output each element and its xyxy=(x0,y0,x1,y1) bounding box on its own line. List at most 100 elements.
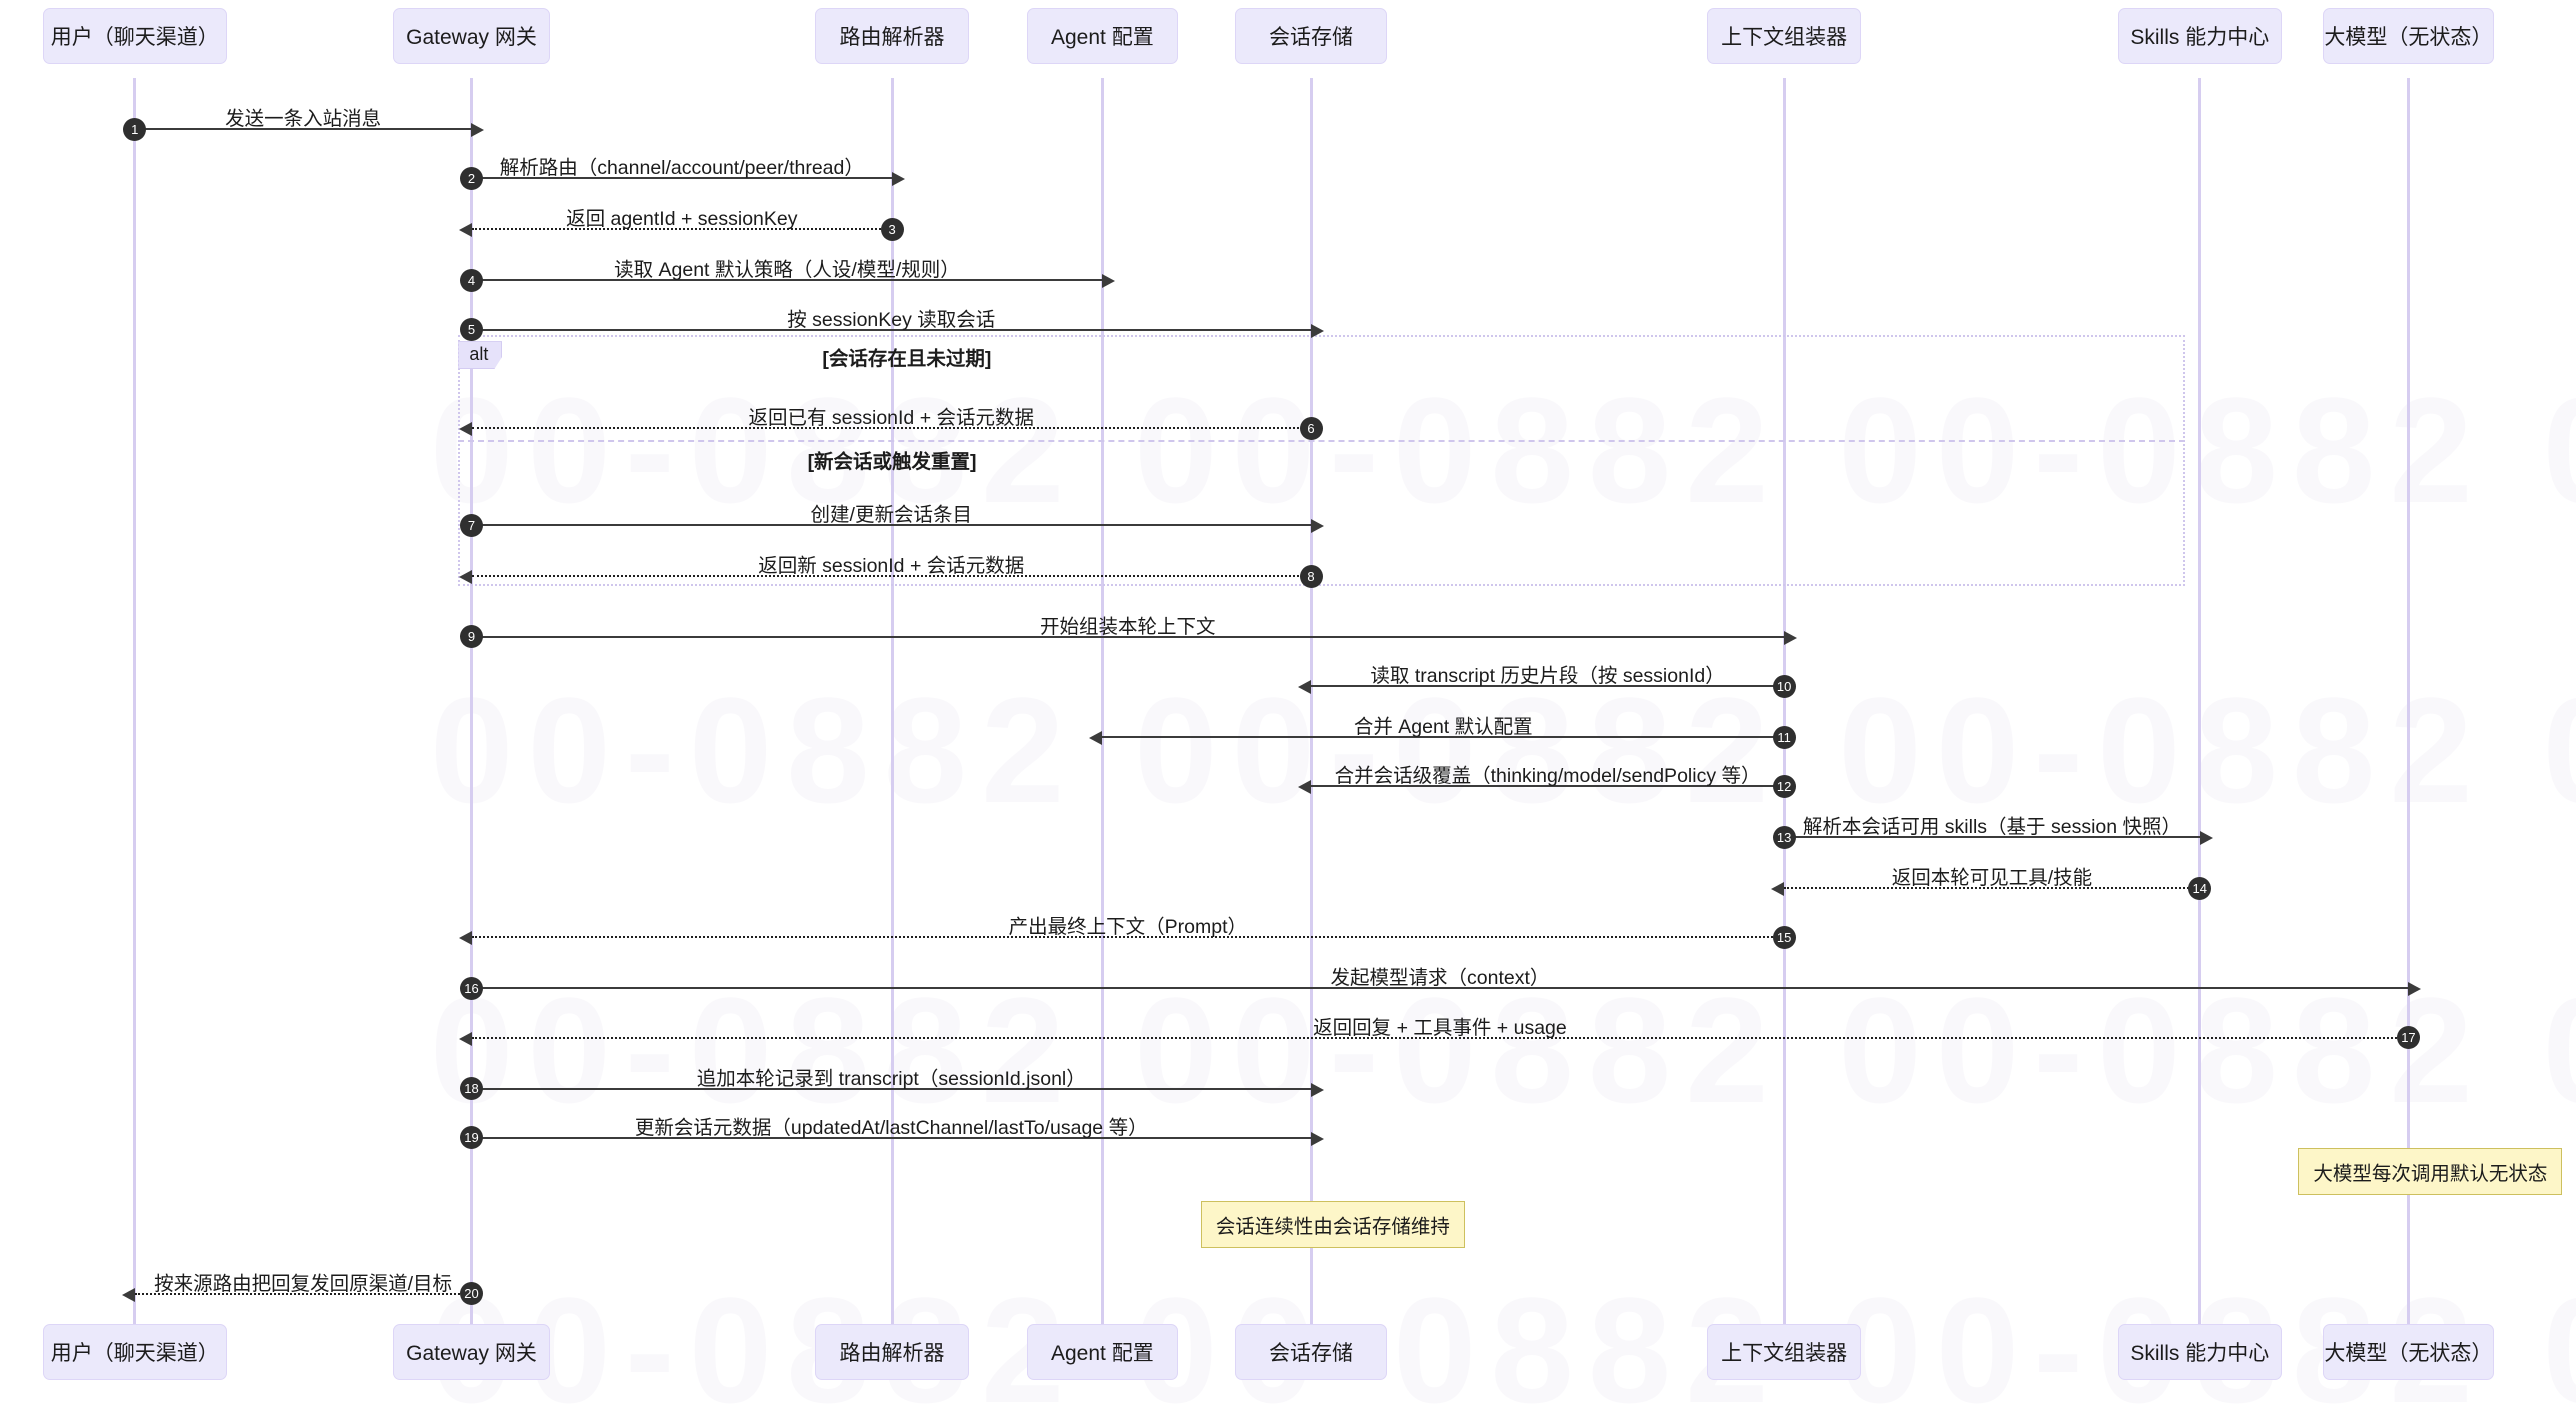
participant-gateway-top[interactable]: Gateway 网关 xyxy=(392,8,551,64)
arrowhead-icon xyxy=(1311,1082,1324,1097)
message-label-13: 解析本会话可用 skills（基于 session 快照） xyxy=(1802,816,2182,839)
lifeline-skills xyxy=(2198,78,2202,1332)
sequence-number-badge-5: 5 xyxy=(460,318,483,342)
message-label-10: 读取 transcript 历史片段（按 sessionId） xyxy=(1370,665,1725,688)
participant-agentcfg-bottom[interactable]: Agent 配置 xyxy=(1026,1324,1178,1380)
watermark-row: 00-0882 00-0882 00-0882 00-0882 xyxy=(430,1266,2576,1408)
watermark-row: 00-0882 00-0882 00-0882 00-0882 xyxy=(430,666,2576,834)
message-label-20: 按来源路由把回复发回原渠道/目标 xyxy=(154,1272,453,1295)
arrowhead-icon xyxy=(1784,630,1798,645)
message-arrow-12 xyxy=(1298,780,1785,795)
sequence-number-badge-14: 14 xyxy=(2188,876,2212,900)
arrowhead-icon xyxy=(1089,731,1103,745)
message-label-8: 返回新 sessionId + 会话元数据 xyxy=(758,555,1025,577)
message-arrow-4 xyxy=(471,274,1116,289)
message-arrow-5 xyxy=(471,323,1324,338)
message-arrow-18 xyxy=(471,1082,1324,1097)
sequence-number-badge-11: 11 xyxy=(1772,725,1796,749)
participant-session-top[interactable]: 会话存储 xyxy=(1235,8,1387,64)
arrowhead-icon xyxy=(1102,274,1116,289)
participant-agentcfg-top[interactable]: Agent 配置 xyxy=(1026,8,1178,64)
message-label-4: 读取 Agent 默认策略（人设/模型/规则） xyxy=(614,259,960,282)
message-label-12: 合并会话级覆盖（thinking/model/sendPolicy 等） xyxy=(1334,765,1761,788)
message-label-17: 返回回复 + 工具事件 + usage xyxy=(1313,1016,1567,1039)
participant-user-top[interactable]: 用户（聊天渠道） xyxy=(42,8,227,64)
arrowhead-icon xyxy=(1311,323,1324,338)
sequence-number-badge-15: 15 xyxy=(1772,925,1796,949)
sequence-number-badge-10: 10 xyxy=(1772,674,1796,698)
message-arrow-9 xyxy=(471,630,1798,645)
sequence-number-badge-20: 20 xyxy=(460,1282,483,1306)
message-arrow-15 xyxy=(458,931,1785,946)
message-label-11: 合并 Agent 默认配置 xyxy=(1353,716,1533,738)
participant-context-top[interactable]: 上下文组装器 xyxy=(1706,8,1862,64)
participant-llm-bottom[interactable]: 大模型（无状态） xyxy=(2323,1324,2494,1380)
alt-fragment xyxy=(458,335,2185,587)
alt-fragment-tag: alt xyxy=(458,341,503,369)
participant-router-bottom[interactable]: 路由解析器 xyxy=(814,1324,970,1380)
message-label-18: 追加本轮记录到 transcript（sessionId.jsonl） xyxy=(696,1067,1086,1090)
message-arrow-11 xyxy=(1089,731,1785,745)
message-arrow-13 xyxy=(1784,831,2213,846)
message-arrow-19 xyxy=(471,1131,1324,1146)
alt-condition-label-0: [会话存在且未过期] xyxy=(822,347,992,370)
participant-user-bottom[interactable]: 用户（聊天渠道） xyxy=(42,1324,227,1380)
sequence-number-badge-17: 17 xyxy=(2396,1026,2420,1050)
message-arrow-2 xyxy=(471,172,906,187)
message-label-6: 返回已有 sessionId + 会话元数据 xyxy=(748,407,1035,430)
arrowhead-icon xyxy=(458,422,472,437)
message-arrow-6 xyxy=(458,422,1311,437)
sequence-number-badge-8: 8 xyxy=(1299,564,1323,588)
message-label-9: 开始组装本轮上下文 xyxy=(1040,615,1216,638)
message-arrow-3 xyxy=(458,223,893,238)
lifeline-session xyxy=(1309,78,1313,1332)
note-session: 会话连续性由会话存储维持 xyxy=(1200,1200,1465,1248)
alt-condition-label-1: [新会话或触发重置] xyxy=(807,451,977,474)
arrowhead-icon xyxy=(458,1031,472,1046)
participant-skills-bottom[interactable]: Skills 能力中心 xyxy=(2117,1324,2282,1380)
arrowhead-icon xyxy=(458,570,472,584)
sequence-number-badge-7: 7 xyxy=(460,513,483,537)
sequence-number-badge-2: 2 xyxy=(460,166,483,190)
arrowhead-icon xyxy=(458,223,472,238)
message-arrow-16 xyxy=(471,982,2422,997)
lifeline-router xyxy=(890,78,894,1332)
alt-fragment-divider xyxy=(458,440,2185,443)
message-arrow-14 xyxy=(1771,882,2200,897)
sequence-number-badge-1: 1 xyxy=(123,117,147,141)
message-label-15: 产出最终上下文（Prompt） xyxy=(1008,916,1247,939)
arrowhead-icon xyxy=(2199,831,2213,846)
participant-llm-top[interactable]: 大模型（无状态） xyxy=(2323,8,2494,64)
lifeline-gateway xyxy=(470,78,473,1332)
message-arrow-1 xyxy=(134,123,485,138)
message-arrow-17 xyxy=(458,1031,2409,1046)
lifeline-context xyxy=(1782,78,1786,1332)
arrowhead-icon xyxy=(2408,982,2422,997)
arrowhead-icon xyxy=(1311,1131,1324,1146)
arrowhead-icon xyxy=(121,1287,135,1302)
arrowhead-icon xyxy=(458,931,472,946)
arrowhead-icon xyxy=(1298,780,1311,795)
lifeline-llm xyxy=(2406,78,2410,1332)
message-label-5: 按 sessionKey 读取会话 xyxy=(787,308,996,331)
arrowhead-icon xyxy=(1298,680,1311,695)
participant-context-bottom[interactable]: 上下文组装器 xyxy=(1706,1324,1862,1380)
participant-session-bottom[interactable]: 会话存储 xyxy=(1235,1324,1387,1380)
sequence-number-badge-4: 4 xyxy=(460,268,483,292)
message-arrow-10 xyxy=(1298,680,1785,695)
sequence-number-badge-3: 3 xyxy=(880,217,904,241)
sequence-number-badge-6: 6 xyxy=(1299,416,1323,440)
arrowhead-icon xyxy=(892,172,906,187)
participant-gateway-bottom[interactable]: Gateway 网关 xyxy=(392,1324,551,1380)
watermark-row: 00-0882 00-0882 00-0882 00-0882 xyxy=(430,966,2576,1134)
sequence-number-badge-9: 9 xyxy=(460,625,483,649)
participant-router-top[interactable]: 路由解析器 xyxy=(814,8,970,64)
participant-skills-top[interactable]: Skills 能力中心 xyxy=(2117,8,2282,64)
message-arrow-20 xyxy=(121,1287,472,1302)
sequence-number-badge-16: 16 xyxy=(460,976,483,1000)
message-label-19: 更新会话元数据（updatedAt/lastChannel/lastTo/usa… xyxy=(634,1116,1148,1139)
message-label-14: 返回本轮可见工具/技能 xyxy=(1891,867,2093,890)
arrowhead-icon xyxy=(471,123,485,138)
message-label-2: 解析路由（channel/account/peer/thread） xyxy=(499,157,864,180)
